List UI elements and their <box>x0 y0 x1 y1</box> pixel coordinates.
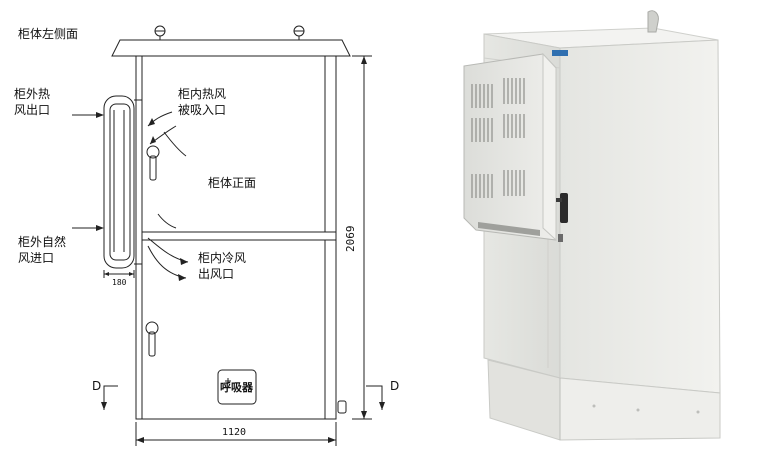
dimension-ac-depth: 180 <box>112 278 127 287</box>
label-cold-air-out-line1: 柜内冷风 <box>198 251 247 265</box>
section-mark-right: D <box>390 379 400 393</box>
label-cabinet-front: 柜体正面 <box>208 176 257 190</box>
label-cold-air-out-line2: 出风口 <box>198 267 235 281</box>
dimension-height: 2069 <box>344 225 357 253</box>
cabinet-body-outline <box>135 55 337 420</box>
photo-side-face <box>559 39 721 394</box>
upper-door-handle <box>146 145 160 159</box>
middle-shelf <box>141 231 337 241</box>
label-natural-air-in-line2: 风进口 <box>18 251 55 265</box>
photo-ac-unit <box>463 53 557 241</box>
lower-door-handle <box>145 321 159 335</box>
cold-air-out-arrow-1 <box>147 237 189 263</box>
label-hot-air-out-line1: 柜外热 <box>14 87 51 101</box>
section-mark-left: D <box>92 379 102 393</box>
label-hot-air-out-line2: 风出口 <box>14 103 51 117</box>
breather-box <box>217 369 257 405</box>
label-hot-air-in-line1: 柜内热风 <box>178 87 227 101</box>
cabinet-roof <box>111 39 351 57</box>
photo-brand-logo <box>552 50 568 56</box>
air-conditioner-unit <box>103 95 135 269</box>
cabinet-product-photo <box>463 10 721 441</box>
photo-lifting-eye <box>647 10 659 33</box>
side-view-title: 柜体左侧面 <box>18 27 79 41</box>
breather-label: 呼吸器 <box>220 381 253 394</box>
cold-air-out-arrow-2 <box>147 245 187 279</box>
dimension-width: 1120 <box>222 427 247 438</box>
label-natural-air-in-line1: 柜外自然 <box>18 235 67 249</box>
hot-air-intake-arrow-3 <box>163 131 187 157</box>
label-hot-air-in-line2: 被吸入口 <box>178 103 227 117</box>
photo-door-handle <box>560 193 568 223</box>
cabinet-technical-drawing <box>72 25 385 446</box>
bottom-latch <box>337 400 347 414</box>
